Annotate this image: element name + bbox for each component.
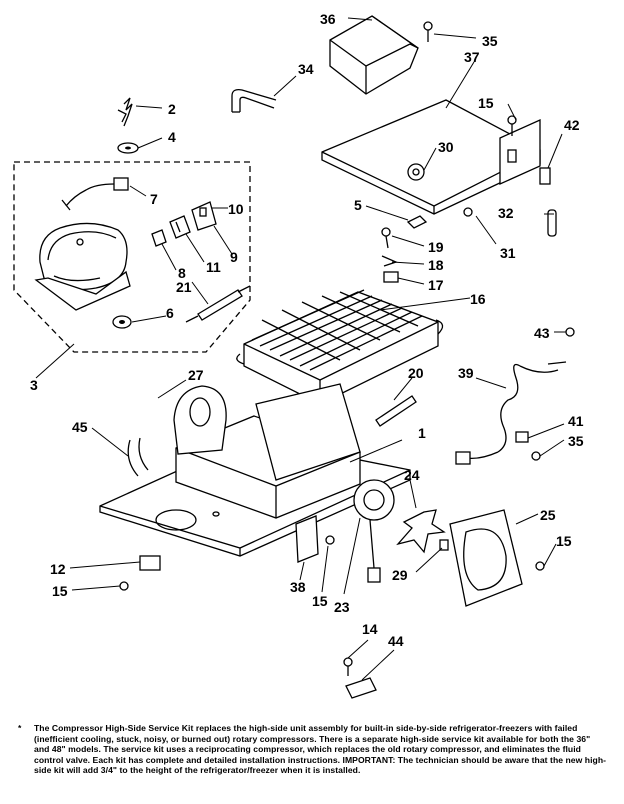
part-41-clamp <box>515 431 541 461</box>
callout-45: 45 <box>72 419 88 435</box>
callout-1: 1 <box>418 425 426 441</box>
callout-15-right: 15 <box>556 533 572 549</box>
part-4-grommet <box>117 142 139 154</box>
part-24-fan-blade <box>396 509 446 554</box>
callout-27: 27 <box>188 367 204 383</box>
callout-numbers: 36 35 34 37 2 15 42 4 30 7 5 32 31 10 19… <box>30 11 584 649</box>
callout-35-right: 35 <box>568 433 584 449</box>
callout-30: 30 <box>438 139 454 155</box>
callout-43: 43 <box>534 325 550 341</box>
callout-9: 9 <box>230 249 238 265</box>
part-36-cover <box>329 15 419 95</box>
part-12-relay <box>119 555 161 591</box>
callout-38: 38 <box>290 579 306 595</box>
part-39-power-cord <box>455 327 575 465</box>
callout-11: 11 <box>206 259 221 275</box>
callout-29: 29 <box>392 567 408 583</box>
part-6-grommet <box>112 315 132 329</box>
callout-42: 42 <box>564 117 580 133</box>
callout-5: 5 <box>354 197 362 213</box>
callout-16: 16 <box>470 291 486 307</box>
part-11-relay <box>169 215 191 239</box>
kit-3-dashed-outline <box>13 161 251 353</box>
part-20-screw <box>375 395 417 427</box>
part-38-bracket <box>295 515 319 563</box>
part-2-clip <box>117 97 133 127</box>
part-21-drier <box>185 285 251 323</box>
callout-6: 6 <box>166 305 174 321</box>
callout-20: 20 <box>408 365 424 381</box>
callout-39: 39 <box>458 365 474 381</box>
part-25-fan-shroud <box>449 509 523 607</box>
part-45-tube <box>127 437 149 477</box>
callout-34: 34 <box>298 61 314 77</box>
callout-17: 17 <box>428 277 444 293</box>
callout-3: 3 <box>30 377 38 393</box>
callout-41: 41 <box>568 413 584 429</box>
callout-19: 19 <box>428 239 444 255</box>
compressor <box>34 222 131 311</box>
part-29-clip <box>439 539 449 551</box>
part-7-overload <box>61 177 129 211</box>
part-9-relay <box>191 201 217 231</box>
callout-7: 7 <box>150 191 158 207</box>
upper-fasteners <box>406 21 557 237</box>
part-27-bracket <box>173 385 227 455</box>
part-16-condenser <box>236 289 444 405</box>
callout-2: 2 <box>168 101 176 117</box>
callout-35: 35 <box>482 33 498 49</box>
callout-31: 31 <box>500 245 516 261</box>
callout-25: 25 <box>540 507 556 523</box>
callout-4: 4 <box>168 129 176 145</box>
callout-32: 32 <box>498 205 514 221</box>
part-23-fan-motor <box>353 479 395 583</box>
callout-15: 15 <box>478 95 494 111</box>
callout-12: 12 <box>50 561 66 577</box>
callout-18: 18 <box>428 257 444 273</box>
callout-36: 36 <box>320 11 336 27</box>
callout-14: 14 <box>362 621 378 637</box>
part-34-tube <box>231 88 277 113</box>
callout-15-left: 15 <box>52 583 68 599</box>
callout-21: 21 <box>176 279 192 295</box>
exploded-parts-diagram: 36 35 34 37 2 15 42 4 30 7 5 32 31 10 19… <box>13 11 584 699</box>
callout-24: 24 <box>404 467 420 483</box>
footnote-text: The Compressor High-Side Service Kit rep… <box>34 723 607 776</box>
part-8-relay <box>151 229 167 247</box>
leader-lines <box>35 17 566 681</box>
callout-15-bottom: 15 <box>312 593 328 609</box>
footnote-mark: * <box>18 723 22 733</box>
callout-44: 44 <box>388 633 404 649</box>
callout-23: 23 <box>334 599 350 615</box>
parts-14-44 <box>343 657 377 699</box>
callout-10: 10 <box>228 201 244 217</box>
parts-17-19 <box>381 227 399 283</box>
callout-37: 37 <box>464 49 480 65</box>
part-15-right-screw <box>535 561 545 571</box>
part-15-screw <box>325 535 335 545</box>
callout-8: 8 <box>178 265 186 281</box>
